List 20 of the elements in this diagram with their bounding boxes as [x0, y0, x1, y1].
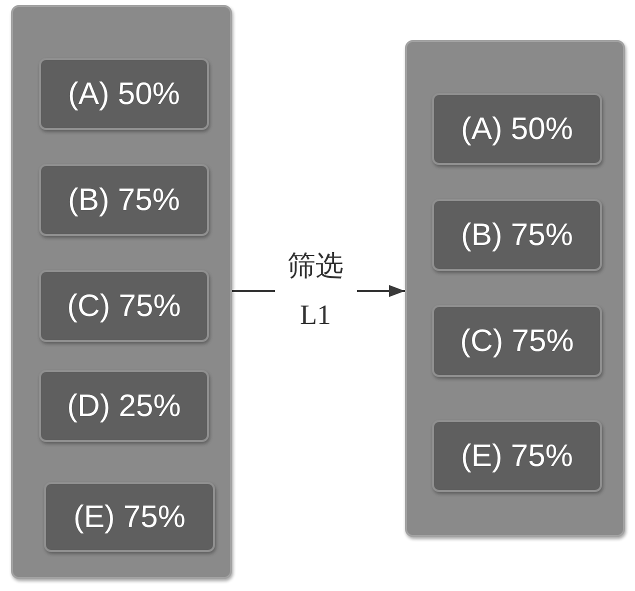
item-box — [39, 370, 209, 442]
item-label: (C) 75% — [67, 288, 181, 324]
item-box — [44, 482, 215, 552]
item-box — [39, 164, 209, 236]
item-box — [432, 305, 602, 377]
item-box — [432, 93, 602, 165]
item-box — [432, 420, 602, 492]
item-box — [39, 58, 209, 130]
item-box — [39, 270, 209, 342]
item-label: (A) 50% — [461, 111, 573, 147]
container-panel — [405, 40, 625, 537]
item-label: (E) 75% — [74, 499, 186, 535]
item-box — [432, 199, 602, 271]
item-label: (A) 50% — [68, 76, 180, 112]
container-panel — [11, 5, 232, 579]
item-label: (E) 75% — [461, 438, 573, 474]
item-label: (B) 75% — [68, 182, 180, 218]
item-label: (B) 75% — [461, 217, 573, 253]
item-label: (D) 25% — [67, 388, 181, 424]
item-label: (C) 75% — [460, 323, 574, 359]
